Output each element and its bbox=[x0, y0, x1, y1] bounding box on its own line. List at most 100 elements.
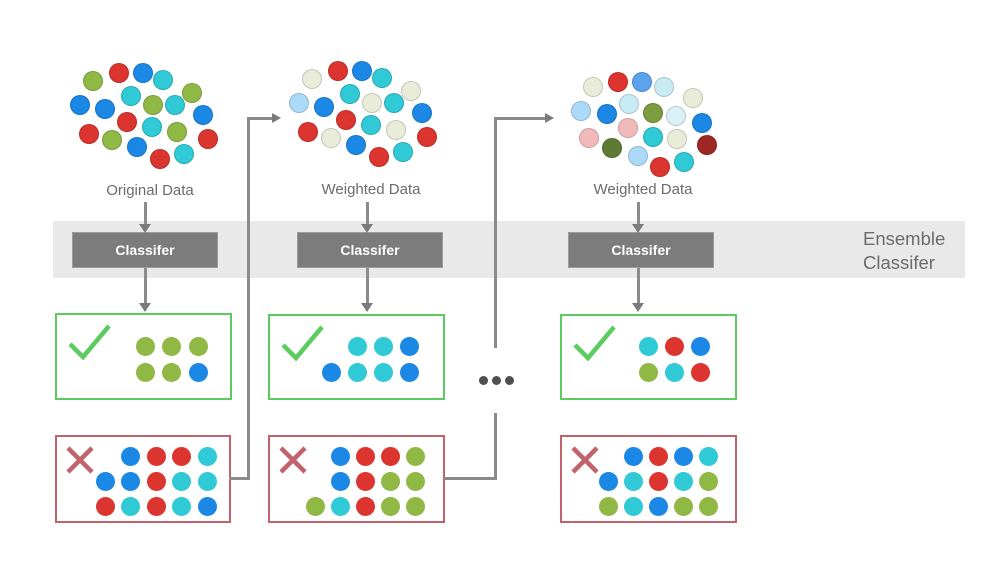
misclassified-dot bbox=[146, 496, 166, 516]
classified-dot bbox=[690, 362, 710, 382]
classified-dot bbox=[188, 336, 208, 356]
misclassified-dot bbox=[355, 446, 375, 466]
classified-dot bbox=[690, 336, 710, 356]
data-point bbox=[289, 93, 309, 113]
arrow-down-icon bbox=[631, 303, 644, 312]
classified-dot bbox=[373, 336, 393, 356]
classified-dot bbox=[664, 336, 684, 356]
data-point bbox=[298, 122, 318, 142]
misclassified-dot bbox=[673, 446, 693, 466]
misclassified-dot bbox=[146, 471, 166, 491]
data-point bbox=[174, 144, 194, 164]
classified-dot bbox=[135, 362, 155, 382]
data-point bbox=[165, 95, 185, 115]
misclassified-dot bbox=[330, 496, 350, 516]
misclassified-dot bbox=[380, 496, 400, 516]
cross-icon bbox=[279, 446, 307, 474]
data-point bbox=[650, 157, 670, 177]
data-point bbox=[198, 129, 218, 149]
cluster-label-weighted-data-2: Weighted Data bbox=[593, 181, 693, 198]
misclassified-dot bbox=[380, 471, 400, 491]
misclassified-dot bbox=[305, 496, 325, 516]
misclassified-dot bbox=[698, 496, 718, 516]
classified-dot bbox=[373, 362, 393, 382]
ellipsis-dot bbox=[479, 376, 488, 385]
classified-dot bbox=[664, 362, 684, 382]
correct-box-1 bbox=[55, 313, 232, 400]
classified-dot bbox=[399, 362, 419, 382]
data-point bbox=[369, 147, 389, 167]
data-point bbox=[628, 146, 648, 166]
flow-arrow-shaft bbox=[636, 202, 640, 225]
data-point bbox=[193, 105, 213, 125]
misclassified-dot bbox=[120, 446, 140, 466]
data-point bbox=[70, 95, 90, 115]
misclassified-dot bbox=[355, 496, 375, 516]
misclassified-dot bbox=[623, 446, 643, 466]
data-point bbox=[83, 71, 103, 91]
data-point bbox=[602, 138, 622, 158]
correct-box-3 bbox=[560, 314, 737, 400]
cross-icon bbox=[571, 446, 599, 474]
misclassified-dot bbox=[95, 471, 115, 491]
data-point bbox=[302, 69, 322, 89]
misclassified-dot bbox=[171, 471, 191, 491]
classifier-box-2: Classifer bbox=[297, 232, 443, 268]
misclassified-dot bbox=[405, 471, 425, 491]
data-point bbox=[393, 142, 413, 162]
data-point bbox=[618, 118, 638, 138]
data-point bbox=[619, 94, 639, 114]
misclassified-dot bbox=[197, 496, 217, 516]
misclassified-dot bbox=[648, 446, 668, 466]
data-point bbox=[384, 93, 404, 113]
misclassified-dot bbox=[698, 471, 718, 491]
ensemble-label-line1: Ensemble bbox=[863, 228, 946, 249]
check-icon bbox=[68, 324, 111, 361]
misclassified-dot bbox=[330, 446, 350, 466]
ensemble-classifier-label: Ensemble Classifer bbox=[863, 227, 945, 275]
classified-dot bbox=[347, 362, 367, 382]
data-point bbox=[683, 88, 703, 108]
classified-dot bbox=[638, 336, 658, 356]
connector-segment bbox=[494, 413, 497, 479]
classified-dot bbox=[188, 362, 208, 382]
data-point bbox=[674, 152, 694, 172]
data-point bbox=[182, 83, 202, 103]
misclassified-dot bbox=[698, 446, 718, 466]
check-icon bbox=[573, 325, 616, 362]
data-point bbox=[143, 95, 163, 115]
data-point bbox=[386, 120, 406, 140]
misclassified-dot bbox=[197, 471, 217, 491]
arrow-right-icon bbox=[272, 112, 281, 123]
misclassified-dot bbox=[171, 496, 191, 516]
correct-box-2 bbox=[268, 314, 445, 400]
misclassified-dot bbox=[598, 471, 618, 491]
classifier-box-1: Classifer bbox=[72, 232, 218, 268]
data-point bbox=[412, 103, 432, 123]
flow-arrow-shaft bbox=[636, 268, 640, 304]
data-point bbox=[654, 77, 674, 97]
classified-dot bbox=[161, 362, 181, 382]
classified-dot bbox=[161, 336, 181, 356]
classified-dot bbox=[135, 336, 155, 356]
data-point bbox=[597, 104, 617, 124]
flow-arrow-shaft bbox=[143, 268, 147, 304]
data-point bbox=[632, 72, 652, 92]
data-point bbox=[692, 113, 712, 133]
check-icon bbox=[281, 325, 324, 362]
data-point bbox=[321, 128, 341, 148]
ensemble-label-line2: Classifer bbox=[863, 252, 935, 273]
arrow-down-icon bbox=[360, 303, 373, 312]
connector-segment bbox=[247, 116, 250, 480]
data-point bbox=[643, 127, 663, 147]
data-point bbox=[336, 110, 356, 130]
misclassified-dot bbox=[171, 446, 191, 466]
flow-arrow-shaft bbox=[365, 268, 369, 304]
data-point bbox=[95, 99, 115, 119]
misclassified-dot bbox=[673, 471, 693, 491]
data-point bbox=[117, 112, 137, 132]
data-point bbox=[121, 86, 141, 106]
cross-icon bbox=[66, 446, 94, 474]
cluster-label-weighted-data-1: Weighted Data bbox=[321, 181, 421, 198]
misclassified-dot bbox=[623, 496, 643, 516]
